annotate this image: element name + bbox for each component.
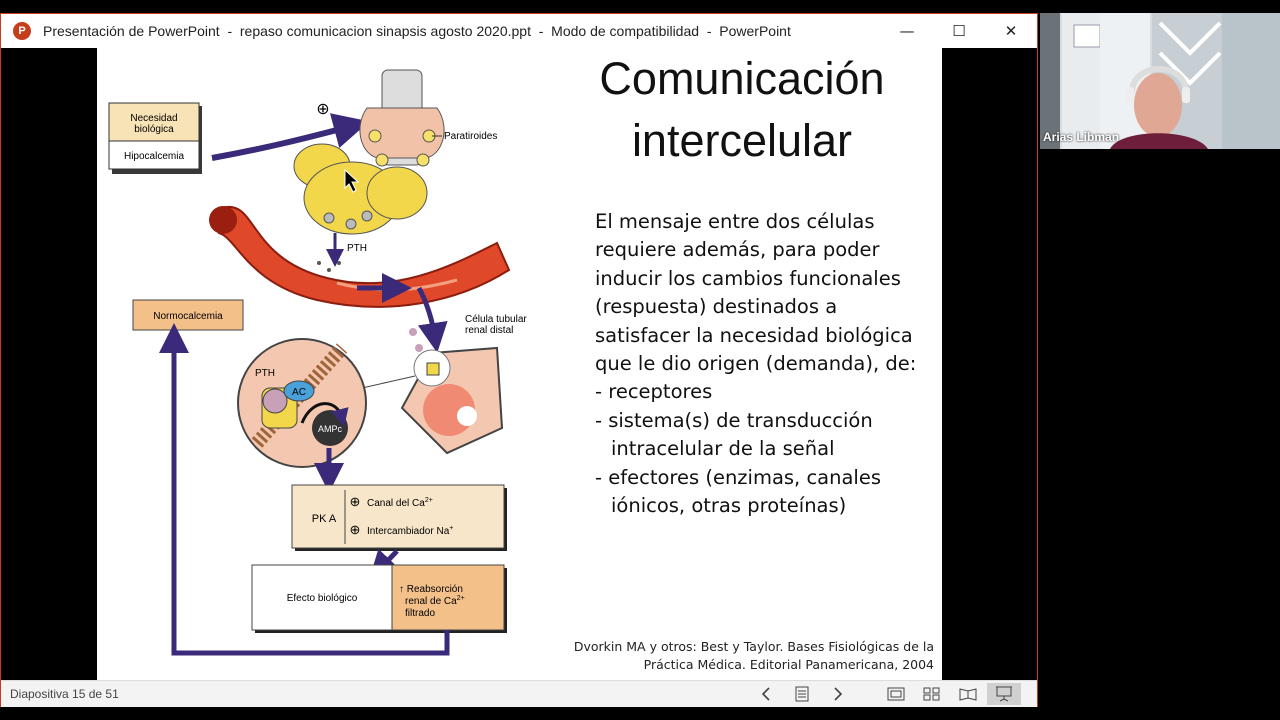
svg-text:renal de Ca2+: renal de Ca2+ [405,595,465,607]
pth-diagram: Necesidad biológica Hipocalcemia ⊕ [108,69,527,656]
prev-arrow-icon[interactable] [749,683,783,705]
maximize-button[interactable]: ☐ [952,22,966,40]
slide-counter: Diapositiva 15 de 51 [10,687,119,701]
intercambiador-label: Intercambiador Na [367,526,450,537]
paratiroides-label: Paratiroides [444,131,497,142]
mouse-cursor [344,168,360,193]
slide-area: Necesidad biológica Hipocalcemia ⊕ [1,48,1037,680]
parathyroid-cells [293,143,428,235]
thyroid-illustration [359,69,445,167]
slide-body-text: El mensaje entre dos células requiere ad… [595,210,917,518]
hipocalcemia-label: Hipocalcemia [124,151,184,162]
webcam-video [1040,13,1280,149]
citation: Dvorkin MA y otros: Best y Taylor. Bases… [573,639,934,672]
slideshow-icon[interactable] [987,683,1021,705]
efecto-label: Efecto biológico [287,593,358,604]
efecto-box: Efecto biológico ↑ Reabsorción renal de … [251,564,507,633]
slide[interactable]: Necesidad biológica Hipocalcemia ⊕ [97,48,942,680]
window-title: Presentación de PowerPoint - repaso comu… [43,23,791,39]
canal-label: Canal del Ca [367,498,425,509]
pth-label-receptor: PTH [255,368,275,379]
powerpoint-icon: P [13,22,31,40]
reabsorcion-label-2: renal de Ca [405,596,457,607]
title-bar: P Presentación de PowerPoint - repaso co… [1,14,1037,48]
tubular-cell [400,328,504,455]
pka-box: PK A ⊕ Canal del Ca2+ ⊕ Intercambiador N… [291,484,507,551]
plus-symbol: ⊕ [316,101,329,118]
status-icons [747,681,1021,707]
ac-label: AC [292,387,306,398]
reabsorcion-label-3: filtrado [405,608,435,619]
reabsorcion-label-1: ↑ Reabsorción [399,584,463,595]
svg-text:Intercambiador Na+: Intercambiador Na+ [367,525,453,537]
celula-label-2: renal distal [465,325,513,336]
celula-label-1: Célula tubular [465,314,527,325]
blood-vessel [217,205,511,308]
ampc-label: AMPc [318,424,343,434]
status-bar: Diapositiva 15 de 51 [1,680,1037,707]
necesidad-label-2: biológica [134,124,174,135]
svg-text:Canal del Ca2+: Canal del Ca2+ [367,497,433,509]
close-button[interactable]: ✕ [1004,22,1018,40]
next-arrow-icon[interactable] [821,683,855,705]
svg-text:⊕: ⊕ [350,522,361,537]
pka-label: PK A [312,513,337,525]
powerpoint-window: P Presentación de PowerPoint - repaso co… [0,13,1038,707]
window-controls: — ☐ ✕ [881,14,1037,48]
necesidad-label-1: Necesidad [130,113,177,124]
minimize-button[interactable]: — [899,22,915,40]
normocalcemia-label: Normocalcemia [153,311,223,322]
necesidad-box: Necesidad biológica Hipocalcemia [108,102,202,174]
normocalcemia-box: Normocalcemia [132,299,244,331]
slide-sorter-icon[interactable] [915,683,949,705]
normal-view-icon[interactable] [879,683,913,705]
pth-label-top: PTH [347,243,367,254]
slide-title: Comunicación intercelular [599,53,885,166]
slide-menu-icon[interactable] [785,683,819,705]
receptor-zoom: PTH AC AMPc [237,338,367,468]
reading-view-icon[interactable] [951,683,985,705]
webcam-tile: Arias Libman [1040,13,1280,149]
participant-name: Arias Libman [1043,130,1120,144]
svg-text:⊕: ⊕ [350,494,361,509]
